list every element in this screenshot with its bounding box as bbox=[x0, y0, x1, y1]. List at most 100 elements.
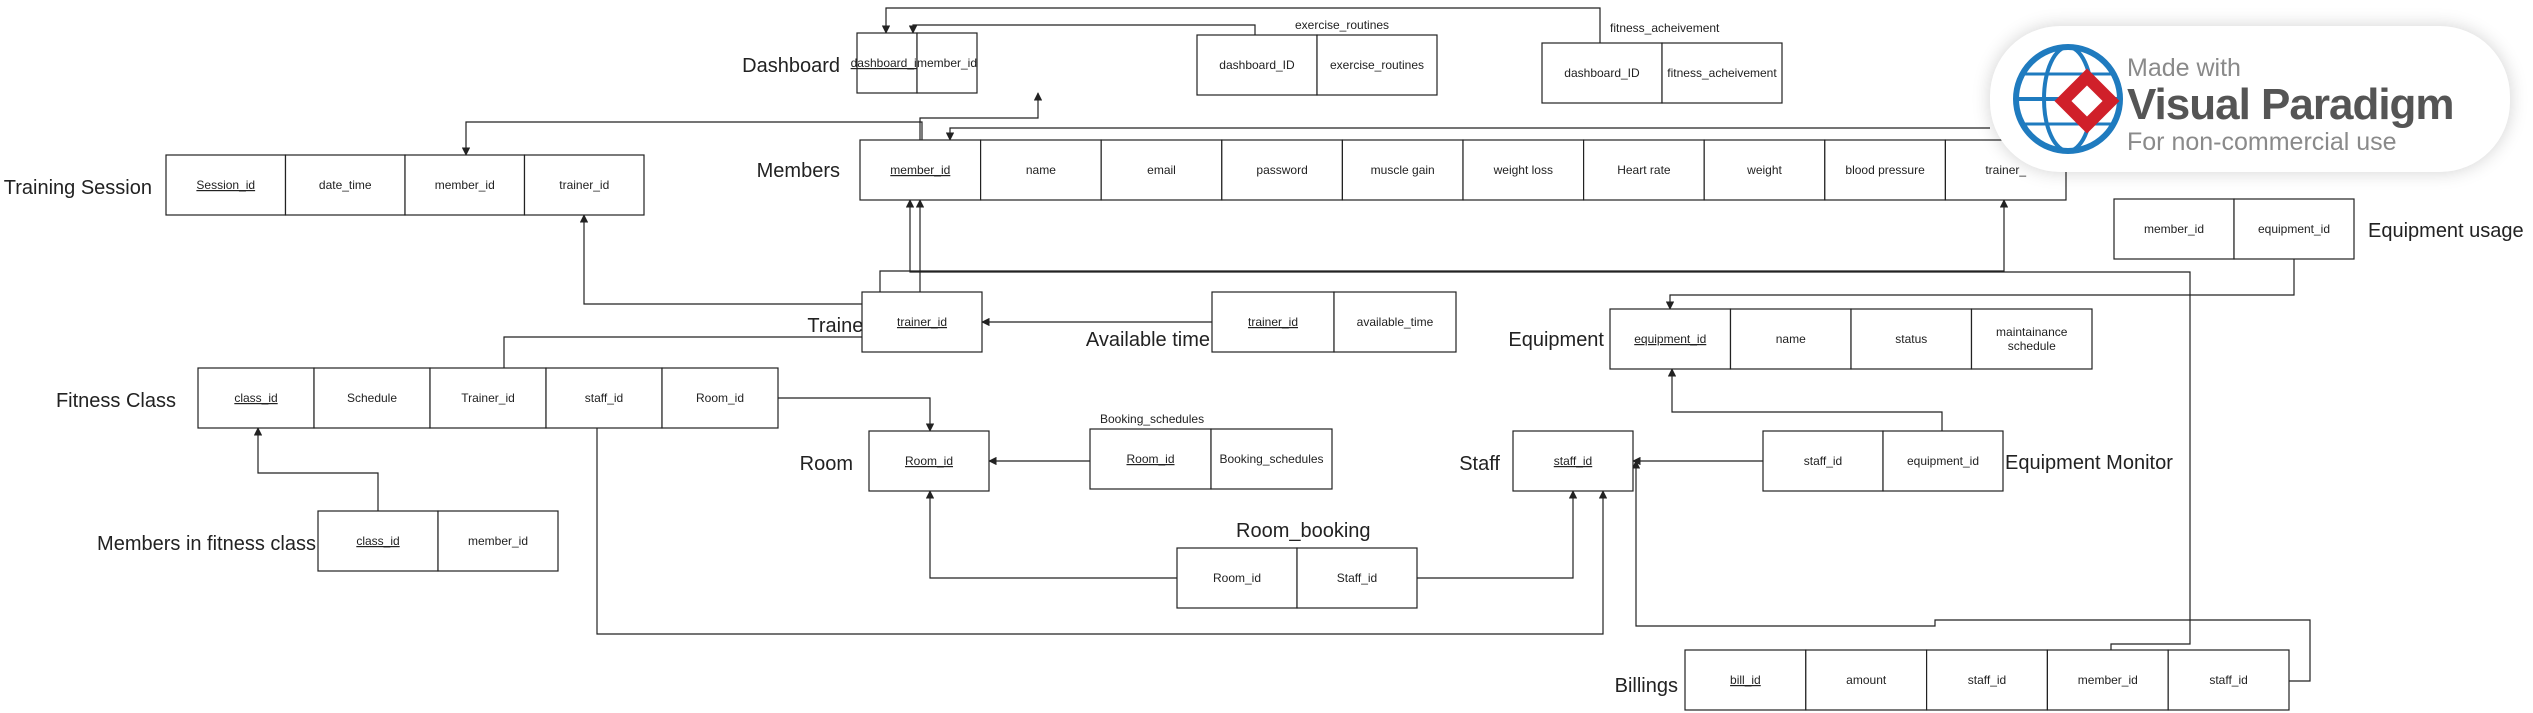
field-cell bbox=[979, 139, 1102, 201]
field-cell bbox=[313, 367, 431, 429]
field-cell bbox=[1661, 42, 1783, 104]
primary-key-field: trainer_id bbox=[897, 315, 947, 329]
table-title: Booking_schedules bbox=[1100, 412, 1204, 426]
field-name: Schedule bbox=[347, 391, 397, 405]
table-title: Dashboard bbox=[742, 55, 840, 77]
field-cell bbox=[868, 430, 990, 492]
table-title: Available time bbox=[1086, 329, 1210, 351]
field-name: amount bbox=[1846, 673, 1887, 687]
field-cell bbox=[856, 32, 918, 94]
field-name: equipment_id bbox=[1907, 454, 1979, 468]
field-cell bbox=[317, 510, 439, 572]
relationship-line bbox=[253, 427, 379, 511]
field-cell bbox=[1850, 308, 1973, 370]
field-name: weight loss bbox=[1493, 163, 1553, 177]
field-cell bbox=[1316, 34, 1438, 96]
field-name: name bbox=[1026, 163, 1056, 177]
field-cell bbox=[437, 510, 559, 572]
field-cell bbox=[165, 154, 287, 216]
field-name: password bbox=[1256, 163, 1307, 177]
field-name: member_id bbox=[468, 534, 528, 548]
primary-key-field: member_id bbox=[890, 163, 950, 177]
field-cell bbox=[545, 367, 663, 429]
field-cell bbox=[1609, 308, 1732, 370]
relationship-line bbox=[1417, 490, 1578, 579]
field-name: Room_id bbox=[1213, 571, 1261, 585]
primary-key-field: equipment_id bbox=[1634, 332, 1706, 346]
field-cell bbox=[661, 367, 779, 429]
field-cell bbox=[1100, 139, 1223, 201]
table-title: Fitness Class bbox=[56, 390, 176, 412]
field-cell bbox=[1512, 430, 1634, 492]
field-cell bbox=[2113, 198, 2235, 260]
field-cell bbox=[1805, 649, 1928, 711]
field-cell bbox=[1089, 428, 1212, 490]
primary-key-field: class_id bbox=[234, 391, 277, 405]
relationship-line bbox=[925, 490, 1177, 579]
table-title: Staff bbox=[1459, 453, 1500, 475]
field-name: member_id bbox=[435, 178, 495, 192]
field-name: staff_id bbox=[1804, 454, 1842, 468]
relationship-line bbox=[503, 199, 925, 368]
table-title: fitness_acheivement bbox=[1610, 21, 1720, 35]
table-title: Equipment usage bbox=[2368, 220, 2524, 242]
field-cell bbox=[1176, 547, 1298, 609]
primary-key-field: class_id bbox=[356, 534, 399, 548]
relationship-line bbox=[945, 127, 1990, 141]
relationship-line bbox=[905, 199, 2191, 650]
field-cell bbox=[1882, 430, 2004, 492]
table-title: Members bbox=[757, 160, 840, 182]
field-name: status bbox=[1895, 332, 1927, 346]
field-cell bbox=[1333, 291, 1457, 353]
table-title: Equipment bbox=[1508, 329, 1604, 351]
field-name: member_id bbox=[917, 56, 977, 70]
field-name: fitness_acheivement bbox=[1667, 66, 1777, 80]
field-cell bbox=[1925, 649, 2048, 711]
relationship-line bbox=[881, 7, 1601, 43]
field-cell bbox=[1210, 428, 1333, 490]
primary-key-field: Room_id bbox=[1126, 452, 1174, 466]
field-name: dashboard_ID bbox=[1219, 58, 1295, 72]
watermark-usage-note: For non-commercial use bbox=[2127, 128, 2397, 156]
field-name: member_id bbox=[2144, 222, 2204, 236]
field-name: blood pressure bbox=[1845, 163, 1925, 177]
field-name: name bbox=[1776, 332, 1806, 346]
field-name: muscle gain bbox=[1371, 163, 1435, 177]
field-cell bbox=[2233, 198, 2355, 260]
visual-paradigm-logo-icon bbox=[2013, 44, 2123, 154]
field-name: available_time bbox=[1357, 315, 1434, 329]
table-title: exercise_routines bbox=[1295, 18, 1389, 32]
relationship-line bbox=[778, 397, 935, 432]
field-cell bbox=[1296, 547, 1418, 609]
field-name: staff_id bbox=[1968, 673, 2006, 687]
table-title: Billings bbox=[1615, 675, 1678, 697]
field-cell bbox=[1462, 139, 1585, 201]
field-cell bbox=[1341, 139, 1464, 201]
field-name: date_time bbox=[319, 178, 372, 192]
field-cell bbox=[2167, 649, 2290, 711]
field-name: trainer_ bbox=[1985, 163, 2026, 177]
relationship-connectors bbox=[253, 7, 2311, 682]
field-cell bbox=[404, 154, 526, 216]
field-cell bbox=[1684, 649, 1807, 711]
field-name: Trainer_id bbox=[461, 391, 515, 405]
field-name: Staff_id bbox=[1337, 571, 1377, 585]
table-title: Room bbox=[800, 453, 853, 475]
table-title: Room_booking bbox=[1236, 520, 1371, 542]
watermark-brand: Visual Paradigm bbox=[2127, 80, 2455, 129]
field-cell bbox=[284, 154, 406, 216]
relationship-line bbox=[908, 24, 1256, 36]
field-cell bbox=[1541, 42, 1663, 104]
field-cell bbox=[1221, 139, 1344, 201]
relationship-line bbox=[1667, 368, 1943, 431]
